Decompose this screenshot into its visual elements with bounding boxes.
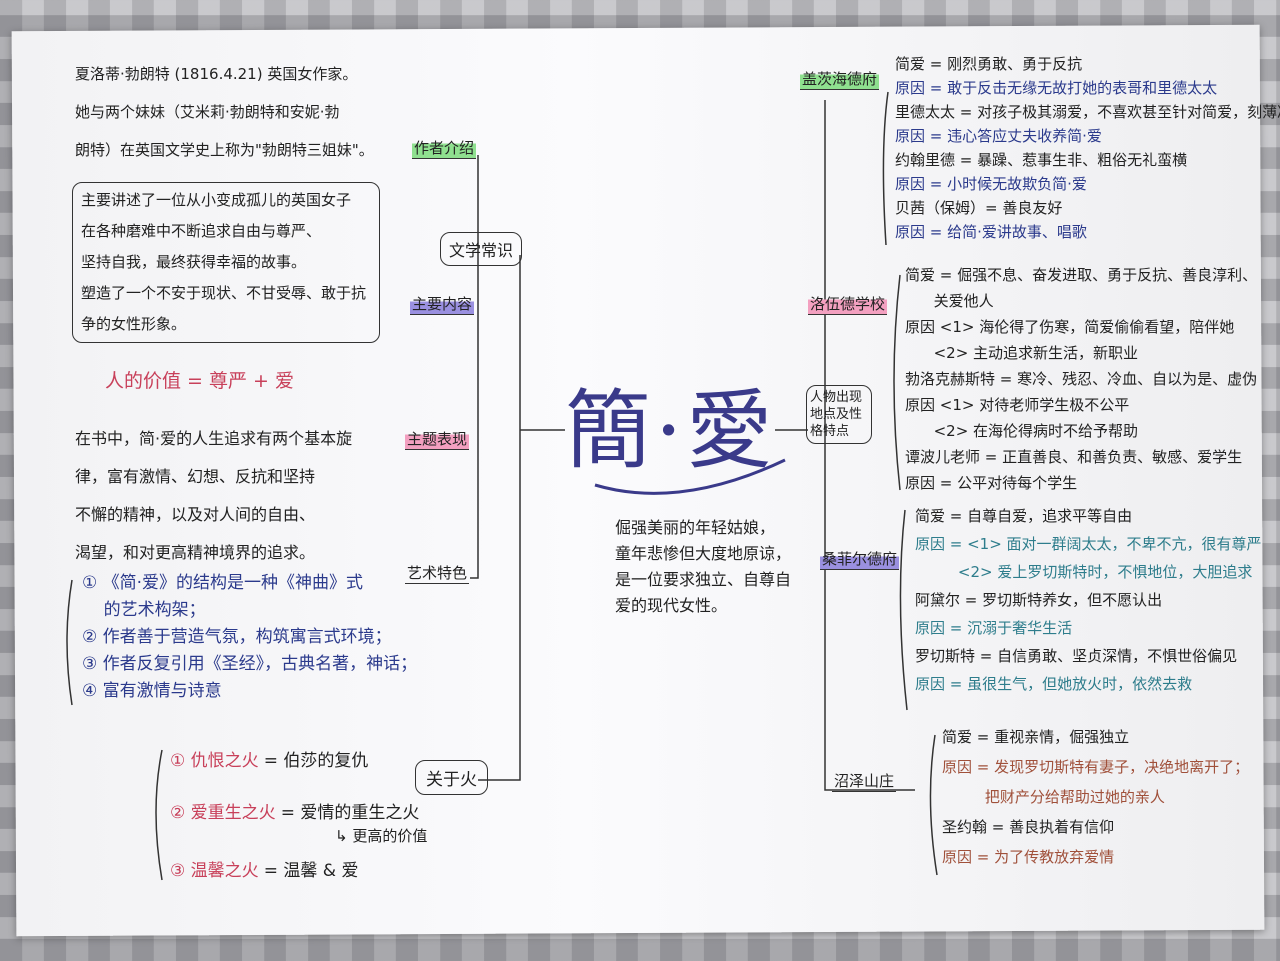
brace-lowood bbox=[893, 274, 901, 491]
reason-line: 原因 = 小时候无故欺负简·爱 bbox=[895, 175, 1087, 193]
reason-line: 原因 = 敢于反击无缘无故打她的表哥和里德太太 bbox=[895, 79, 1218, 97]
character-trait-line: 勃洛克赫斯特 = 寒冷、残忍、冷血、自以为是、虚伪 bbox=[905, 370, 1258, 388]
fire-item: ③ 温馨之火 = 温馨 & 爱 bbox=[170, 852, 419, 892]
place-marsh-end-notes: 简爱 = 重视亲情，倔强独立原因 = 发现罗切斯特有妻子，决绝地离开了； 把财产… bbox=[942, 722, 1249, 872]
character-trait-line: 谭波儿老师 = 正直善良、和善负责、敏感、爱学生 bbox=[905, 448, 1243, 466]
reason-line: 原因 <1> 海伦得了伤寒，简爱偷偷看望，陪伴她 bbox=[905, 318, 1235, 336]
theme-text: 在书中，简·爱的人生追求有两个基本旋律，富有激情、幻想、反抗和坚持不懈的精神，以… bbox=[75, 420, 352, 572]
text-line: 塑造了一个不安于现状、不甘受辱、敢于抗 bbox=[81, 284, 367, 302]
text-line: 爱的现代女性。 bbox=[615, 596, 728, 615]
node-about-fire: 关于火 bbox=[415, 760, 488, 795]
art-features-list: ① 《简·爱》的结构是一种《神曲》式 的艺术构架； ② 作者善于营造气氛，构筑寓言… bbox=[82, 570, 417, 705]
label-summary: 主要内容 bbox=[410, 293, 475, 315]
label-place-marsh-end: 沼泽山庄 bbox=[832, 772, 897, 792]
label-theme: 主题表现 bbox=[405, 428, 470, 450]
label-author-intro: 作者介绍 bbox=[412, 137, 477, 159]
text-line: 坚持自我，最终获得幸福的故事。 bbox=[81, 253, 307, 271]
central-description: 倔强美丽的年轻姑娘， 童年悲惨但大度地原谅， 是一位要求独立、自尊自爱的现代女性。 bbox=[615, 515, 791, 619]
reason-line: 原因 = 为了传教放弃爱情 bbox=[942, 848, 1115, 866]
text-line: 的艺术构架； bbox=[82, 600, 206, 620]
text-line: 争的女性形象。 bbox=[81, 315, 187, 333]
fire-value: = 爱情的重生之火 bbox=[280, 803, 420, 823]
text-line: 在各种磨难中不断追求自由与尊严、 bbox=[81, 222, 322, 240]
character-trait-line: 里德太太 = 对孩子极其溺爱，不喜欢甚至针对简爱，刻薄冷酷 bbox=[895, 103, 1280, 121]
place-thornfield-notes: 简爱 = 自尊自爱，追求平等自由原因 = <1> 面对一群阔太太，不卑不亢，很有… bbox=[915, 502, 1262, 698]
text-line: 童年悲惨但大度地原谅， bbox=[615, 544, 792, 563]
character-trait-line: 约翰里德 = 暴躁、惹事生非、粗俗无礼蛮横 bbox=[895, 151, 1188, 169]
fire-name: ② 爱重生之火 bbox=[170, 803, 276, 823]
place-gateshead-notes: 简爱 = 刚烈勇敢、勇于反抗原因 = 敢于反击无缘无故打她的表哥和里德太太里德太… bbox=[895, 52, 1280, 244]
character-trait-line: 阿黛尔 = 罗切斯特养女，但不愿认出 bbox=[915, 591, 1163, 609]
fire-value: = 温馨 & 爱 bbox=[263, 861, 359, 881]
reason-line: 原因 <1> 对待老师学生极不公平 bbox=[905, 396, 1130, 414]
text-line: 律，富有激情、幻想、反抗和坚持 bbox=[75, 467, 316, 486]
character-trait-line: 简爱 = 刚烈勇敢、勇于反抗 bbox=[895, 55, 1083, 73]
connector-right-trunk bbox=[824, 100, 915, 791]
text-line: 她与两个妹妹（艾米莉·勃朗特和安妮·勃 bbox=[75, 103, 340, 121]
character-trait-line: <2> 爱上罗切斯特时，不惧地位，大胆追求 bbox=[915, 563, 1253, 581]
character-trait-line: <2> 主动追求新生活，新职业 bbox=[905, 344, 1139, 362]
reason-line: 原因 = 发现罗切斯特有妻子，决绝地离开了； bbox=[942, 758, 1250, 776]
summary-box: 主要讲述了一位从小变成孤儿的英国女子在各种磨难中不断追求自由与尊严、坚持自我，最… bbox=[72, 182, 380, 343]
fire-value: = 伯莎的复仇 bbox=[263, 751, 369, 771]
fire-name: ① 仇恨之火 bbox=[170, 751, 259, 771]
text-line: 主要讲述了一位从小变成孤儿的英国女子 bbox=[81, 191, 352, 209]
fire-list: ① 仇恨之火 = 伯莎的复仇 ② 爱重生之火 = 爱情的重生之火 ↳ 更高的价值… bbox=[170, 742, 427, 892]
text-line: 在书中，简·爱的人生追求有两个基本旋 bbox=[75, 429, 353, 448]
central-title: 簡·愛 bbox=[565, 381, 777, 481]
character-trait-line: <2> 在海伦得病时不给予帮助 bbox=[905, 422, 1139, 440]
text-line: 夏洛蒂·勃朗特 (1816.4.21) 英国女作家。 bbox=[75, 65, 358, 83]
fire-note: ↳ 更高的价值 bbox=[335, 827, 428, 845]
brace-art bbox=[66, 579, 73, 706]
text-line: 渴望，和对更高精神境界的追求。 bbox=[75, 543, 316, 562]
theme-formula: 人的价值 = 尊严 + 爱 bbox=[105, 370, 294, 392]
place-lowood-notes: 简爱 = 倔强不息、奋发进取、勇于反抗、善良淳利、 关爱他人原因 <1> 海伦得… bbox=[905, 262, 1257, 496]
character-trait-line: 简爱 = 倔强不息、奋发进取、勇于反抗、善良淳利、 bbox=[905, 266, 1258, 284]
reason-line: 原因 = 沉溺于奢华生活 bbox=[915, 619, 1073, 637]
node-character-locations: 人物出现地点及性格特点 bbox=[806, 385, 872, 444]
text-line: 不懈的精神，以及对人间的自由、 bbox=[75, 505, 316, 524]
character-trait-line: 简爱 = 自尊自爱，追求平等自由 bbox=[915, 507, 1133, 525]
reason-line: 原因 = 给简·爱讲故事、唱歌 bbox=[895, 223, 1087, 241]
text-line: ① 《简·爱》的结构是一种《神曲》式 bbox=[82, 573, 364, 593]
title-swoosh bbox=[594, 458, 786, 495]
label-place-gateshead: 盖茨海德府 bbox=[800, 68, 880, 90]
label-place-lowood: 洛伍德学校 bbox=[808, 293, 888, 315]
reason-line: 原因 = 公平对待每个学生 bbox=[905, 474, 1078, 492]
fire-item: ① 仇恨之火 = 伯莎的复仇 bbox=[170, 742, 419, 782]
character-trait-line: 贝茜（保姆）= 善良友好 bbox=[895, 199, 1063, 217]
label-art-features: 艺术特色 bbox=[405, 564, 470, 584]
text-line: 朗特）在英国文学史上称为"勃朗特三姐妹"。 bbox=[75, 141, 374, 159]
brace-gates bbox=[882, 91, 889, 246]
connector-left-sub bbox=[470, 155, 479, 579]
fire-name: ③ 温馨之火 bbox=[170, 861, 259, 881]
reason-line: 原因 = 违心答应丈夫收养简·爱 bbox=[895, 127, 1102, 145]
brace-fire bbox=[155, 749, 163, 881]
text-line: 是一位要求独立、自尊自 bbox=[615, 570, 792, 589]
character-trait-line: 把财产分给帮助过她的亲人 bbox=[942, 788, 1165, 806]
brace-thorn bbox=[899, 509, 908, 711]
fire-item: ② 爱重生之火 = 爱情的重生之火 ↳ 更高的价值 bbox=[170, 794, 427, 852]
character-trait-line: 圣约翰 = 善良执着有信仰 bbox=[942, 818, 1115, 836]
text-line: ② 作者善于营造气氛，构筑寓言式环境； bbox=[82, 627, 392, 647]
character-trait-line: 简爱 = 重视亲情，倔强独立 bbox=[942, 728, 1130, 746]
reason-line: 原因 = 虽很生气，但她放火时，依然去救 bbox=[915, 675, 1193, 693]
brace-marsh bbox=[929, 734, 938, 876]
text-line: ④ 富有激情与诗意 bbox=[82, 681, 222, 701]
author-intro-text: 夏洛蒂·勃朗特 (1816.4.21) 英国女作家。她与两个妹妹（艾米莉·勃朗特… bbox=[75, 55, 374, 169]
connector-left-trunk bbox=[478, 255, 521, 781]
text-line: 倔强美丽的年轻姑娘， bbox=[615, 518, 776, 537]
node-literary-knowledge: 文学常识 bbox=[440, 232, 523, 266]
character-trait-line: 罗切斯特 = 自信勇敢、坚贞深情，不惧世俗偏见 bbox=[915, 647, 1238, 665]
label-place-thornfield: 桑菲尔德府 bbox=[820, 548, 900, 570]
character-trait-line: 关爱他人 bbox=[905, 292, 994, 310]
text-line: ③ 作者反复引用《圣经》，古典名著，神话； bbox=[82, 654, 418, 674]
reason-line: 原因 = <1> 面对一群阔太太，不卑不亢，很有尊严 bbox=[915, 535, 1262, 553]
